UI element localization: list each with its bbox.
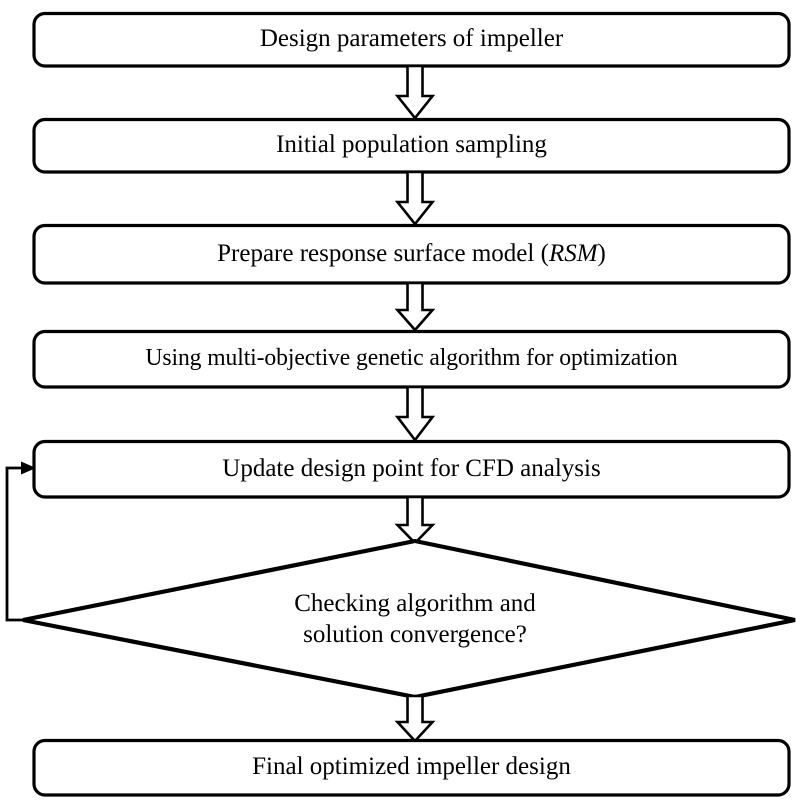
connector-arrow-2 (394, 170, 436, 227)
node-update-design-point[interactable] (32, 439, 791, 499)
node-final-design[interactable] (32, 738, 791, 797)
node-design-parameters[interactable] (32, 11, 791, 68)
node-genetic-algorithm[interactable] (32, 329, 791, 389)
connector-arrow-5 (394, 495, 436, 545)
node-response-surface[interactable] (32, 223, 791, 285)
connector-arrow-1 (394, 64, 436, 121)
node-convergence-check[interactable] (22, 538, 796, 700)
connector-feedback-loop (5, 466, 28, 622)
connector-arrow-4 (394, 385, 436, 443)
feedback-arrowhead-icon (21, 461, 36, 475)
node-initial-population[interactable] (32, 117, 791, 174)
connector-arrow-6 (394, 694, 436, 743)
connector-arrow-3 (394, 281, 436, 332)
